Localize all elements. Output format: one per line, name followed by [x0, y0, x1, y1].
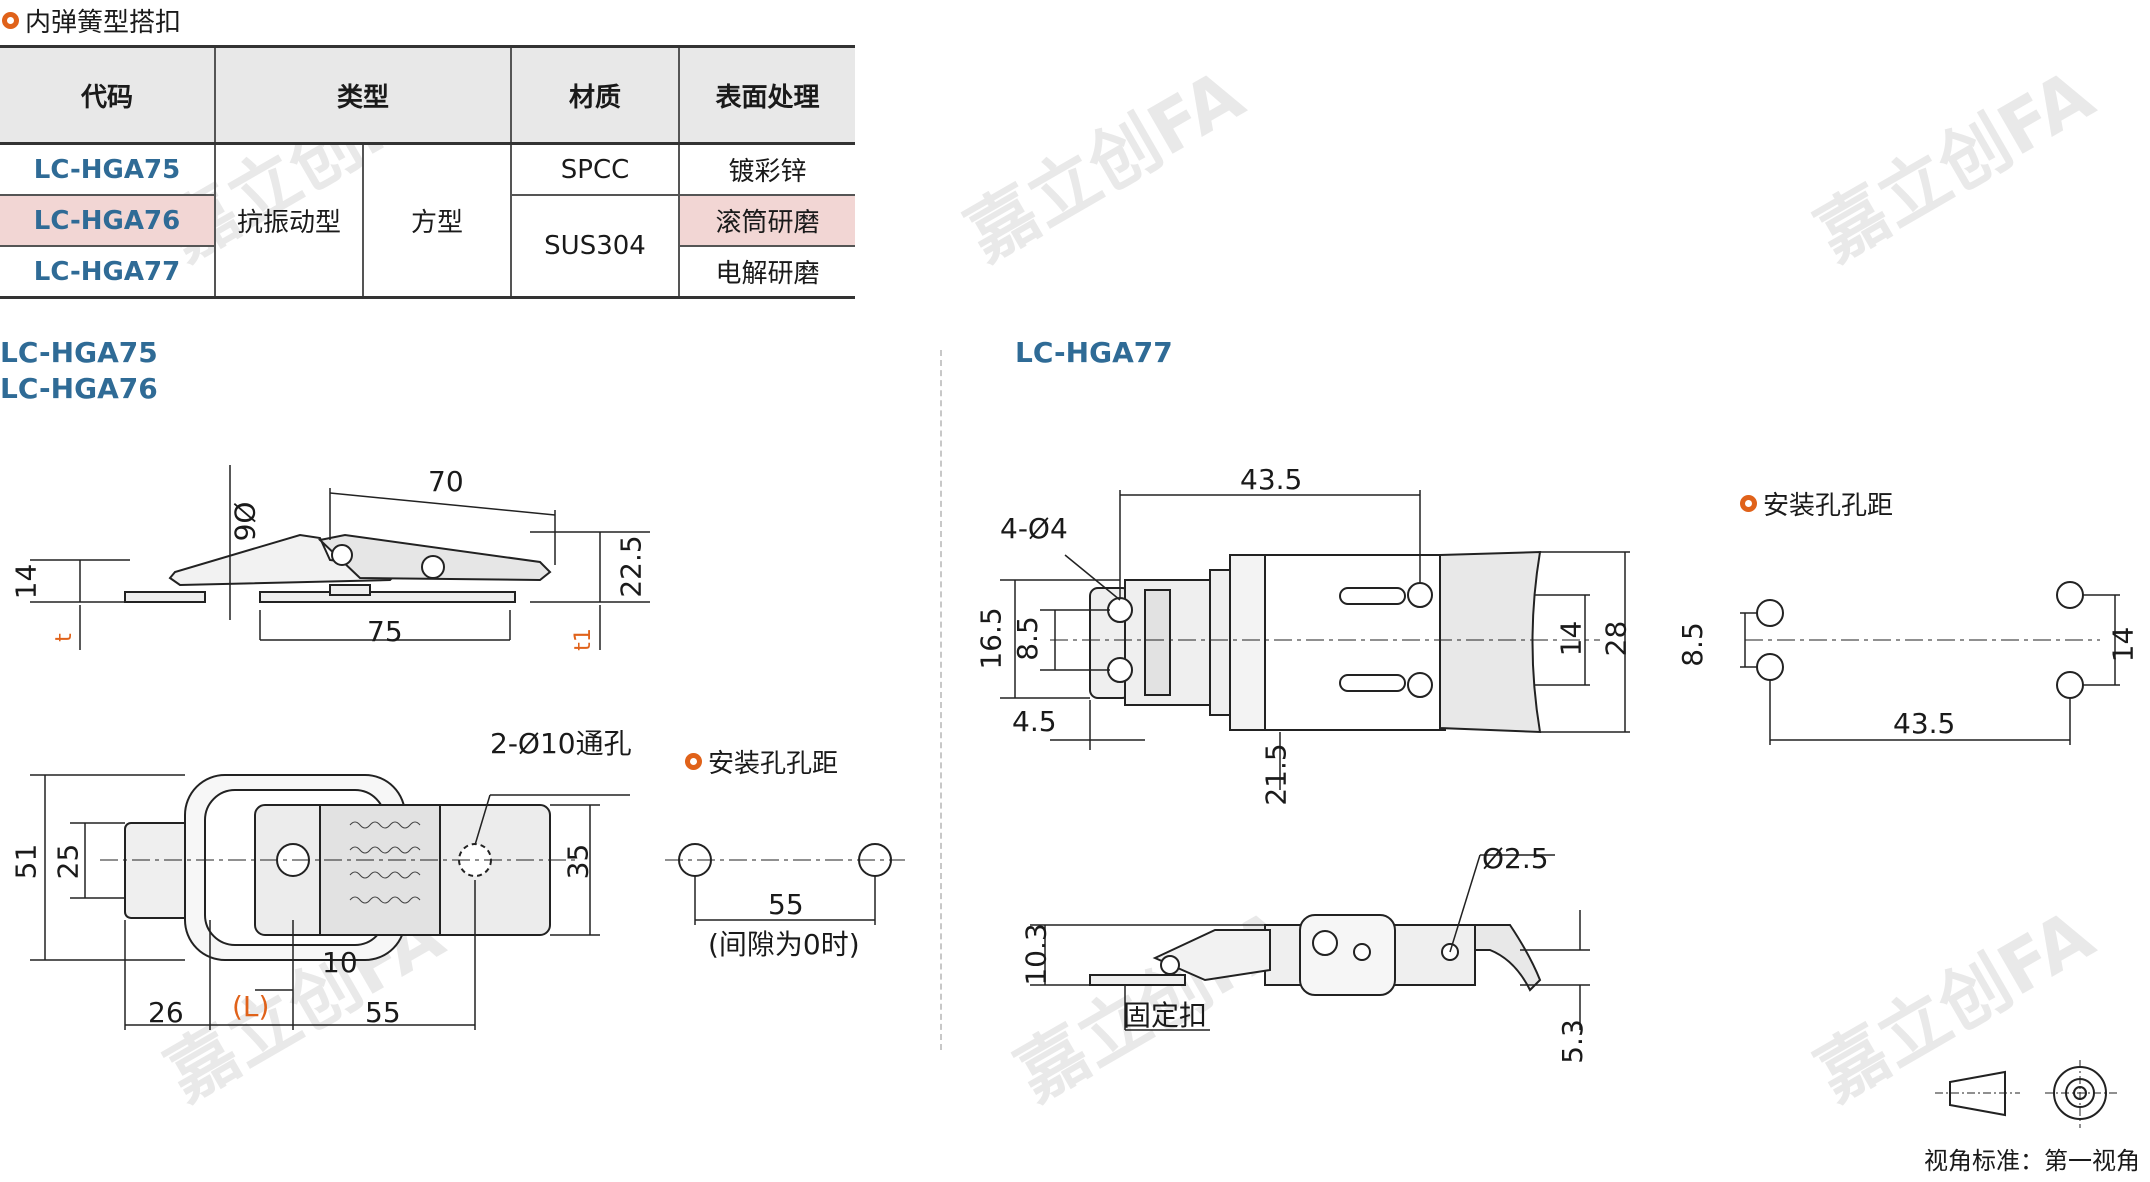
- page-title: 内弹簧型搭扣: [2, 2, 181, 39]
- table-header-row: 代码 类型 材质 表面处理: [0, 46, 856, 144]
- spec-table: 代码 类型 材质 表面处理 LC-HGA75 抗振动型 方型 SPCC 镀彩锌 …: [0, 45, 856, 299]
- mount-title: 安装孔孔距: [1740, 485, 1893, 522]
- model-label-line: LC-HGA76: [0, 372, 158, 405]
- cell-code: LC-HGA76: [0, 194, 216, 247]
- model-label: LC-HGA75 LC-HGA76: [0, 335, 158, 407]
- dim-label: t1: [570, 628, 596, 651]
- circle-bullet-icon: [685, 753, 702, 770]
- cell-type-a: 抗振动型: [214, 143, 364, 299]
- dim-label: 70: [428, 465, 464, 498]
- dim-label: 21.5: [1259, 743, 1293, 806]
- dim-label: 35: [561, 843, 595, 880]
- right-top-view-drawing: [1000, 490, 1630, 790]
- circle-bullet-icon: [1740, 495, 1757, 512]
- model-label: LC-HGA77: [1015, 336, 1173, 369]
- dim-label: 75: [367, 615, 403, 648]
- col-header-code: 代码: [0, 46, 216, 144]
- dim-label: 43.5: [1240, 463, 1303, 496]
- col-header-material: 材质: [510, 46, 681, 144]
- dim-label: 55: [768, 888, 804, 921]
- cell-surface: 电解研磨: [678, 246, 856, 299]
- dim-label: 10: [322, 946, 358, 979]
- dim-label: 14: [2106, 626, 2140, 663]
- cell-code: LC-HGA77: [0, 246, 216, 299]
- dim-label: 5.3: [1555, 1019, 1589, 1064]
- dim-label: 25: [51, 843, 85, 880]
- dim-label: 8.5: [1675, 622, 1709, 667]
- cell-type-b: 方型: [361, 143, 513, 299]
- dim-label: 8.5: [1010, 616, 1044, 661]
- mount-title: 安装孔孔距: [685, 743, 838, 780]
- col-header-surface: 表面处理: [678, 46, 856, 144]
- dim-label: 4.5: [1012, 705, 1057, 738]
- left-mount-drawing: [665, 843, 905, 925]
- table-row: LC-HGA75 抗振动型 方型 SPCC 镀彩锌: [0, 143, 856, 299]
- cell-surface: 滚筒研磨: [678, 195, 856, 247]
- dim-label: t: [51, 633, 77, 642]
- dim-label: 10.3: [1019, 923, 1053, 986]
- col-header-type: 类型: [213, 46, 513, 144]
- section-divider: [940, 350, 942, 1050]
- dim-label: 4-Ø4: [1000, 512, 1068, 545]
- dim-label: Ø2.5: [1482, 842, 1549, 875]
- mount-title-text: 安装孔孔距: [1763, 491, 1894, 521]
- dim-label: 51: [9, 843, 43, 880]
- cell-code: LC-HGA75: [0, 143, 216, 195]
- dim-label: 14: [1554, 620, 1588, 657]
- circle-bullet-icon: [2, 12, 19, 29]
- table-row: LC-HGA77 电解研磨: [0, 246, 856, 299]
- cell-surface: 镀彩锌: [678, 143, 856, 196]
- keeper-label: 固定扣: [1123, 999, 1208, 1032]
- right-side-view-drawing: [1030, 854, 1590, 1031]
- right-mount-drawing: [1740, 581, 2120, 745]
- dim-label: 14: [9, 563, 43, 600]
- cell-material: SUS304: [510, 195, 681, 299]
- watermark: 嘉立创FA: [952, 53, 1257, 277]
- dim-label: 9Ø: [228, 501, 262, 542]
- table-row: LC-HGA76 SUS304 滚筒研磨: [0, 194, 856, 299]
- projection-standard: 视角标准：第一视角: [1924, 1147, 2140, 1175]
- dim-label: (L): [232, 990, 270, 1023]
- model-label-line: LC-HGA75: [0, 336, 158, 369]
- dim-label: 43.5: [1893, 707, 1956, 740]
- first-angle-projection-icon: [1935, 1060, 2120, 1128]
- dim-note: (间隙为0时): [708, 928, 860, 961]
- dim-label: 28: [1599, 620, 1633, 657]
- dim-label: 16.5: [974, 607, 1008, 670]
- dim-label: 26: [148, 996, 184, 1029]
- dim-label: 2-Ø10通孔: [490, 727, 632, 760]
- page-title-text: 内弹簧型搭扣: [25, 8, 182, 38]
- cell-material: SPCC: [510, 143, 681, 196]
- mount-title-text: 安装孔孔距: [708, 749, 839, 779]
- dim-label: 22.5: [614, 535, 648, 598]
- watermark: 嘉立创FA: [1802, 53, 2107, 277]
- left-top-view-drawing: [30, 774, 630, 1030]
- left-side-view-drawing: [30, 465, 650, 650]
- dim-label: 55: [365, 996, 401, 1029]
